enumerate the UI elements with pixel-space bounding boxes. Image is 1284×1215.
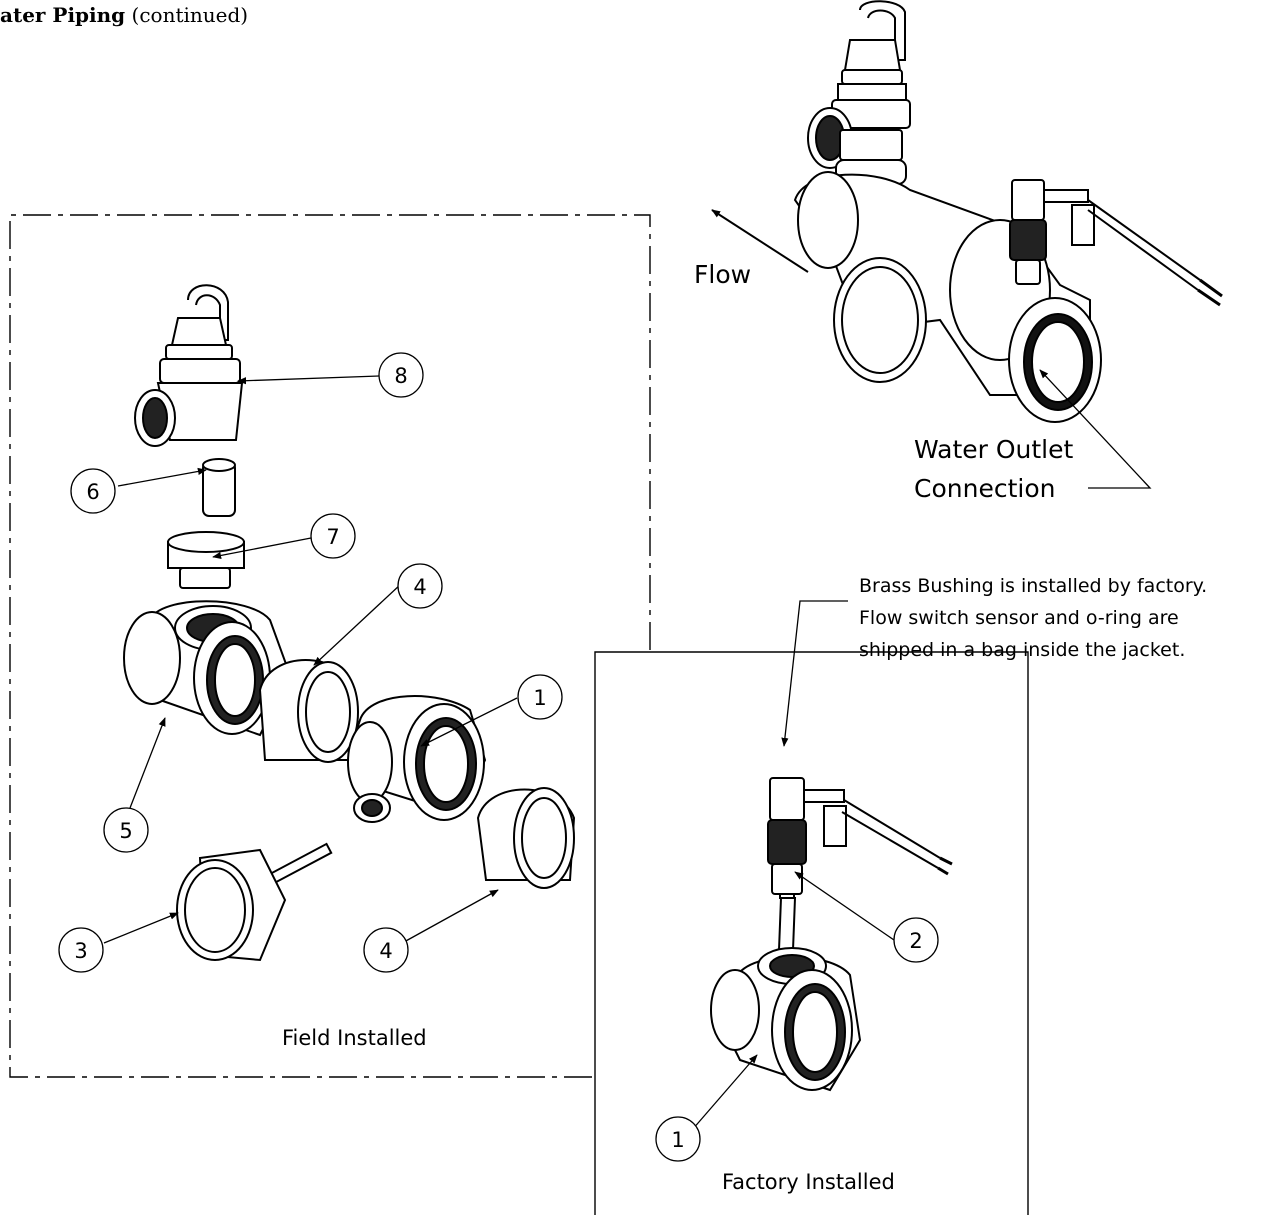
callout-3: 3	[58, 927, 104, 973]
callout-1-bottom: 1	[655, 1116, 701, 1162]
callout-4-bottom: 4	[363, 927, 409, 973]
page-title-bold: ater Piping	[0, 3, 126, 27]
flow-label: Flow	[694, 260, 751, 289]
callout-2: 2	[893, 917, 939, 963]
svg-text:8: 8	[394, 364, 407, 388]
factory-note-line2: Flow switch sensor and o-ring are	[859, 607, 1179, 629]
factory-installed-boundary	[594, 651, 1029, 1215]
svg-text:4: 4	[379, 939, 392, 963]
callout-5: 5	[103, 807, 149, 853]
svg-text:3: 3	[74, 939, 87, 963]
factory-parts-illustration	[710, 777, 953, 1092]
svg-text:7: 7	[326, 525, 339, 549]
svg-text:4: 4	[413, 575, 426, 599]
svg-text:2: 2	[909, 929, 922, 953]
field-installed-boundary	[9, 214, 651, 1078]
svg-text:5: 5	[119, 819, 132, 843]
water-outlet-label-line2: Connection	[914, 474, 1055, 503]
page-title: ater Piping (continued)	[0, 3, 248, 27]
assembled-piping-illustration	[793, 0, 1223, 423]
svg-text:1: 1	[671, 1128, 684, 1152]
factory-note-line1: Brass Bushing is installed by factory.	[859, 575, 1207, 597]
page-title-rest: (continued)	[131, 3, 249, 27]
water-outlet-label-line1: Water Outlet	[914, 435, 1073, 464]
callout-7: 7	[310, 513, 356, 559]
callout-4-top: 4	[397, 563, 443, 609]
callout-1-top: 1	[517, 674, 563, 720]
svg-text:6: 6	[86, 480, 99, 504]
svg-text:1: 1	[533, 686, 546, 710]
factory-installed-label: Factory Installed	[722, 1170, 895, 1194]
callout-6: 6	[70, 468, 116, 514]
flow-direction-arrow	[711, 209, 809, 273]
field-parts-illustration	[123, 284, 576, 962]
factory-note-line3: shipped in a bag inside the jacket.	[859, 639, 1185, 661]
callout-8: 8	[378, 352, 424, 398]
water-outlet-leader	[1039, 369, 1152, 489]
callout-leaders	[103, 375, 895, 1131]
field-installed-label: Field Installed	[282, 1026, 427, 1050]
